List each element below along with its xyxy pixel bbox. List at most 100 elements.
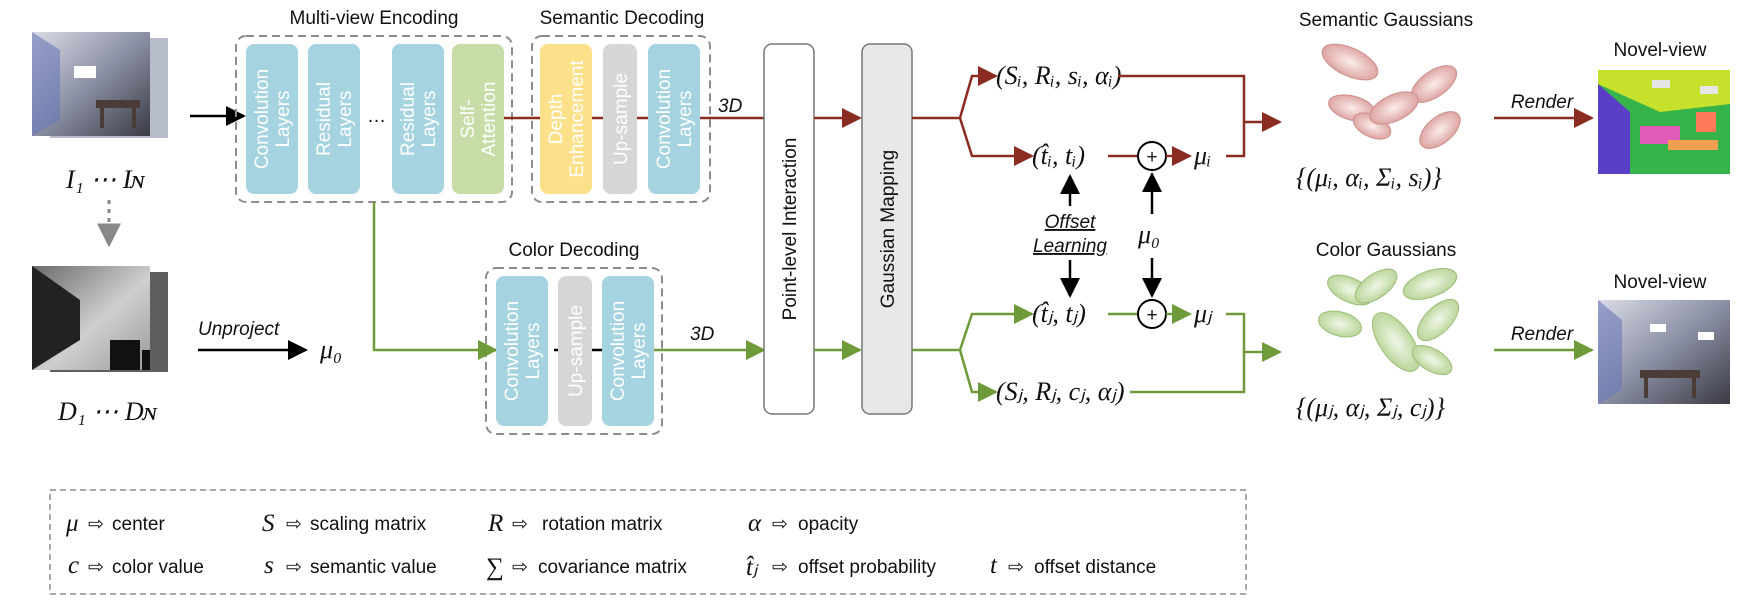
svg-text:Layers: Layers <box>523 322 544 379</box>
svg-text:⇨: ⇨ <box>772 514 788 535</box>
svg-text:⇨: ⇨ <box>512 557 528 578</box>
semantic-params: (Sᵢ, Rᵢ, sᵢ, αᵢ) <box>996 61 1121 90</box>
semantic-title: Semantic Decoding <box>540 8 705 29</box>
encoder-ellipsis: … <box>367 106 386 127</box>
point-level-interaction-label: Point-level Interaction <box>780 138 801 321</box>
semantic-merge-top <box>1118 74 1282 132</box>
gaussian-mapping-block <box>861 43 913 415</box>
svg-text:Layers: Layers <box>335 90 356 147</box>
unproject-label: Unproject <box>198 319 280 340</box>
svg-text:⇨: ⇨ <box>88 514 104 535</box>
semantic-frame <box>531 35 711 203</box>
svg-text:Convolution: Convolution <box>502 301 523 401</box>
svg-text:Layers: Layers <box>273 90 294 147</box>
semantic-layer-depth: Depth Enhancement <box>540 44 592 194</box>
svg-text:Convolution: Convolution <box>252 69 273 169</box>
semantic-merge-bottom <box>1226 122 1246 158</box>
svg-text:center: center <box>112 514 165 535</box>
svg-text:Enhancement: Enhancement <box>567 60 588 178</box>
color-gaussian-ellipses <box>1318 267 1460 376</box>
encoder-layer-residual-2: Residual Layers <box>392 44 444 194</box>
svg-text:α: α <box>748 510 762 537</box>
fork-red-top <box>912 66 998 120</box>
plus-bottom-sign: + <box>1146 305 1157 326</box>
gaussian-mapping-label: Gaussian Mapping <box>878 150 899 308</box>
svg-text:semantic value: semantic value <box>310 557 437 578</box>
svg-text:⇨: ⇨ <box>88 557 104 578</box>
svg-text:⇨: ⇨ <box>286 557 302 578</box>
legend-item-opacity: α ⇨ opacity <box>748 510 859 537</box>
semantic-layer-upsample: Up-sample <box>603 44 637 194</box>
semantic-set: {(μᵢ, αᵢ, Σᵢ, sᵢ)} <box>1296 163 1442 192</box>
fork-green-bottom <box>958 349 998 402</box>
novel-view-bottom-title: Novel-view <box>1614 272 1707 293</box>
svg-text:Layers: Layers <box>675 90 696 147</box>
novel-view-semantic-image <box>1598 70 1730 174</box>
plus-top-sign: + <box>1146 147 1157 168</box>
svg-text:⇨: ⇨ <box>286 514 302 535</box>
depth-maps <box>32 266 168 372</box>
fork-red-bottom <box>958 117 1034 166</box>
three-d-bottom-label: 3D <box>690 324 715 345</box>
svg-text:covariance matrix: covariance matrix <box>538 557 687 578</box>
legend-frame <box>49 489 1247 595</box>
svg-text:⇨: ⇨ <box>1008 557 1024 578</box>
svg-text:color value: color value <box>112 557 204 578</box>
color-layer-conv-2: Convolution Layers <box>602 276 654 426</box>
svg-text:⇨: ⇨ <box>512 514 528 535</box>
offset-learning-line2: Learning <box>1033 236 1107 257</box>
offset-learning-line1: Offset <box>1045 212 1096 233</box>
svg-text:offset probability: offset probability <box>798 557 937 578</box>
svg-text:Convolution: Convolution <box>654 69 675 169</box>
svg-text:Up-sample: Up-sample <box>566 305 587 397</box>
svg-text:s: s <box>264 552 274 579</box>
color-layer-upsample: Up-sample <box>558 276 592 426</box>
svg-text:Residual: Residual <box>314 82 335 156</box>
semantic-layer-conv: Convolution Layers <box>648 44 700 194</box>
color-set: {(μⱼ, αⱼ, Σⱼ, cⱼ)} <box>1296 393 1446 422</box>
three-d-top-label: 3D <box>718 96 743 117</box>
svg-text:Layers: Layers <box>629 322 650 379</box>
multiview-title: Multi-view Encoding <box>290 8 459 29</box>
mu-j-label: μⱼ <box>1193 299 1213 328</box>
svg-text:t: t <box>990 552 998 579</box>
color-merge-top <box>1226 312 1282 362</box>
svg-text:Residual: Residual <box>398 82 419 156</box>
images-label: I₁ ⋯ Iɴ <box>65 165 145 194</box>
svg-text:c: c <box>68 552 79 579</box>
svg-text:scaling matrix: scaling matrix <box>310 514 427 535</box>
mu0-mid-label: μ₀ <box>1137 220 1160 249</box>
legend-item-rotation: R ⇨ rotation matrix <box>487 510 663 537</box>
svg-text:Attention: Attention <box>479 82 500 157</box>
encoder-layer-residual-1: Residual Layers <box>308 44 360 194</box>
render-bottom-label: Render <box>1511 324 1574 345</box>
svg-text:⇨: ⇨ <box>772 557 788 578</box>
depths-label: D₁ ⋯ Dɴ <box>57 397 158 426</box>
color-gaussians-title: Color Gaussians <box>1316 240 1456 261</box>
semantic-offset: (t̂ᵢ, tᵢ) <box>1032 141 1085 170</box>
svg-text:μ: μ <box>65 510 79 537</box>
svg-text:Convolution: Convolution <box>608 301 629 401</box>
semantic-gaussian-ellipses <box>1321 43 1461 149</box>
legend-item-color: c ⇨ color value <box>68 552 204 579</box>
input-images <box>32 32 168 138</box>
mu0-left-label: μ₀ <box>319 335 342 364</box>
color-merge-bottom <box>1130 352 1246 394</box>
color-params: (Sⱼ, Rⱼ, cⱼ, αⱼ) <box>996 377 1125 406</box>
encoder-layer-attention: Self- Attention <box>452 44 504 194</box>
svg-text:t̂ⱼ: t̂ⱼ <box>746 554 759 581</box>
svg-text:Layers: Layers <box>419 90 440 147</box>
svg-text:Depth: Depth <box>546 94 567 145</box>
legend-item-covariance: ∑ ⇨ covariance matrix <box>486 554 687 581</box>
render-top-label: Render <box>1511 92 1574 113</box>
svg-text:∑: ∑ <box>486 554 504 581</box>
color-offset: (t̂ⱼ, tⱼ) <box>1032 299 1086 328</box>
novel-view-color-image <box>1598 300 1730 404</box>
fork-green-top <box>912 304 1034 352</box>
svg-text:Up-sample: Up-sample <box>611 73 632 165</box>
color-layer-conv-1: Convolution Layers <box>496 276 548 426</box>
legend-item-semantic: s ⇨ semantic value <box>264 552 437 579</box>
mu-i-label: μᵢ <box>1193 141 1211 170</box>
svg-text:opacity: opacity <box>798 514 859 535</box>
